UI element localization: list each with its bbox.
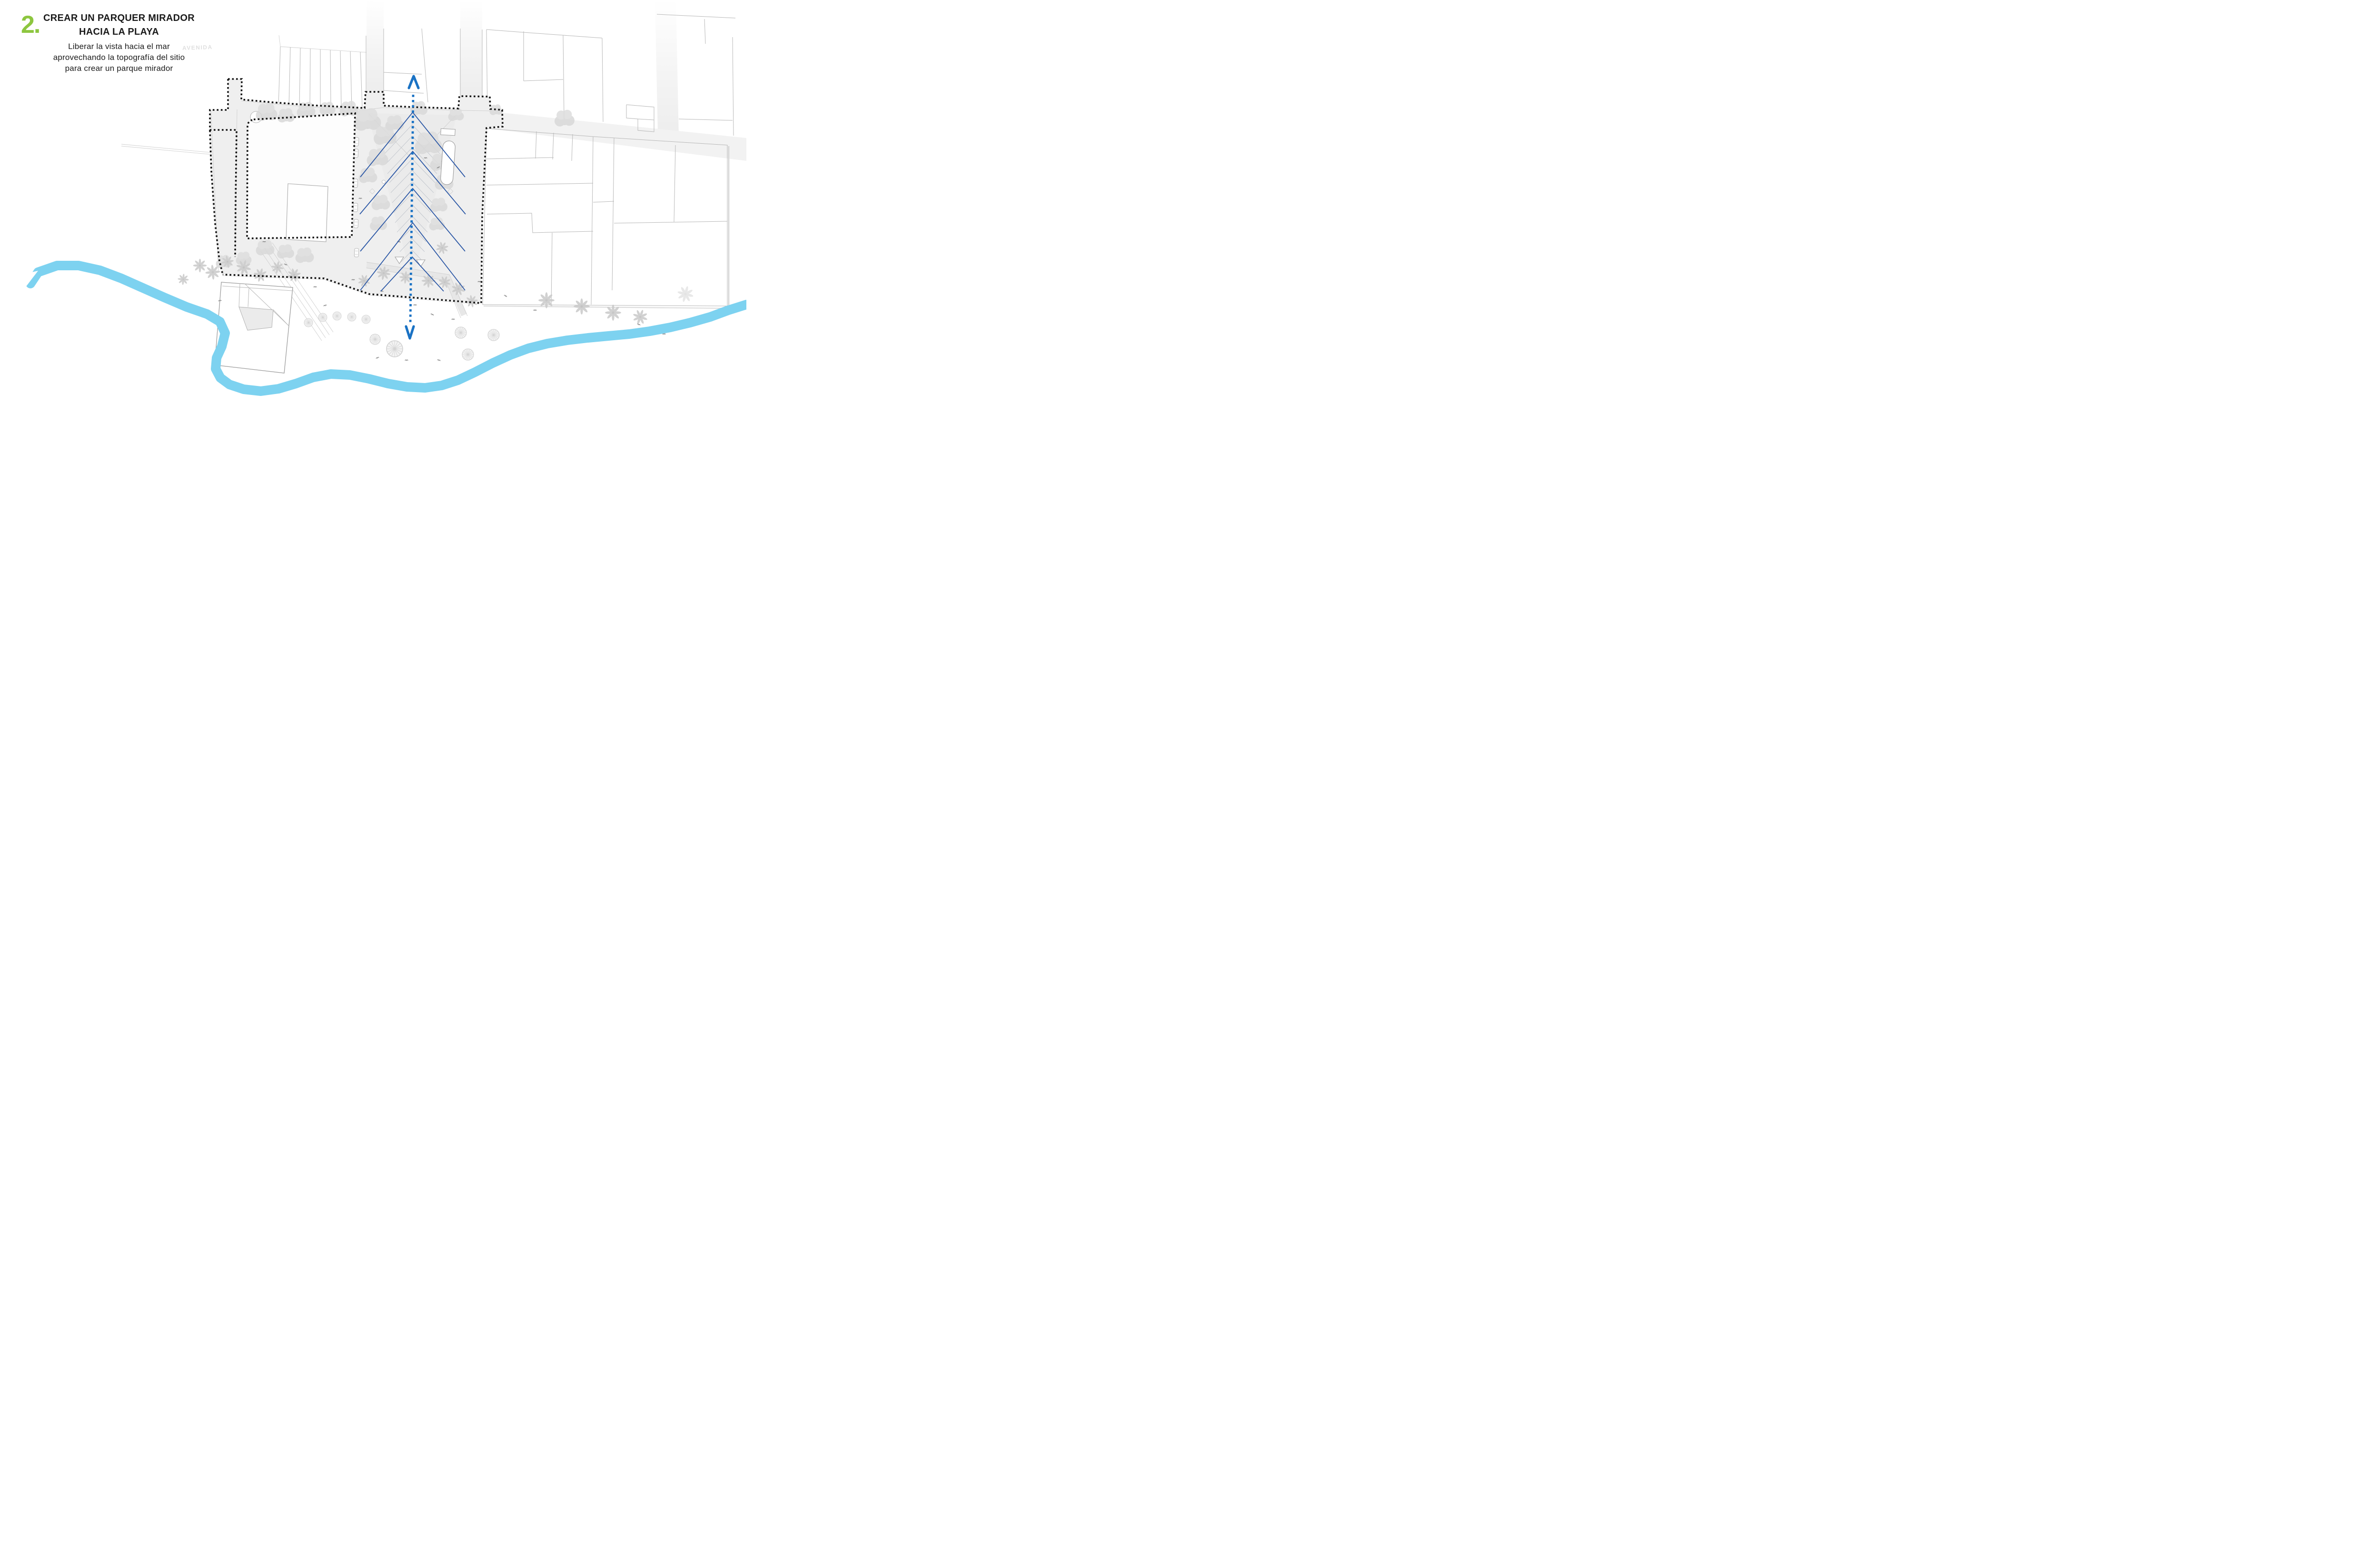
inner-parcel-boundary (246, 112, 356, 239)
parcel-fan (121, 35, 367, 157)
title-line-1: CREAR UN PARQUER MIRADOR (43, 13, 195, 23)
view-chevrons (359, 111, 466, 292)
view-axis-arrow (405, 75, 420, 340)
subtitle-line-1: Liberar la vista hacia el mar (68, 42, 170, 51)
right-city-block (482, 128, 730, 309)
title-block: 2. CREAR UN PARQUER MIRADOR HACIA LA PLA… (17, 11, 198, 74)
site-boundary (209, 78, 504, 304)
subtitle-line-3: para crear un parque mirador (65, 64, 173, 73)
site-plan-page: 2. CREAR UN PARQUER MIRADOR HACIA LA PLA… (0, 0, 746, 420)
site-plan-drawing (19, 0, 746, 396)
central-parcels (383, 28, 483, 103)
beach-house (214, 282, 293, 374)
upper-right-parcels (486, 14, 736, 136)
section-number: 2. (21, 11, 40, 39)
river (19, 261, 746, 396)
title-line-2: HACIA LA PLAYA (79, 27, 159, 37)
subtitle-line-2: aprovechando la topografía del sitio (53, 53, 185, 62)
background-streets (121, 0, 746, 309)
inner-parcel (247, 111, 355, 242)
arrowhead-up-icon (407, 75, 420, 89)
arrowhead-down-icon (405, 325, 415, 340)
